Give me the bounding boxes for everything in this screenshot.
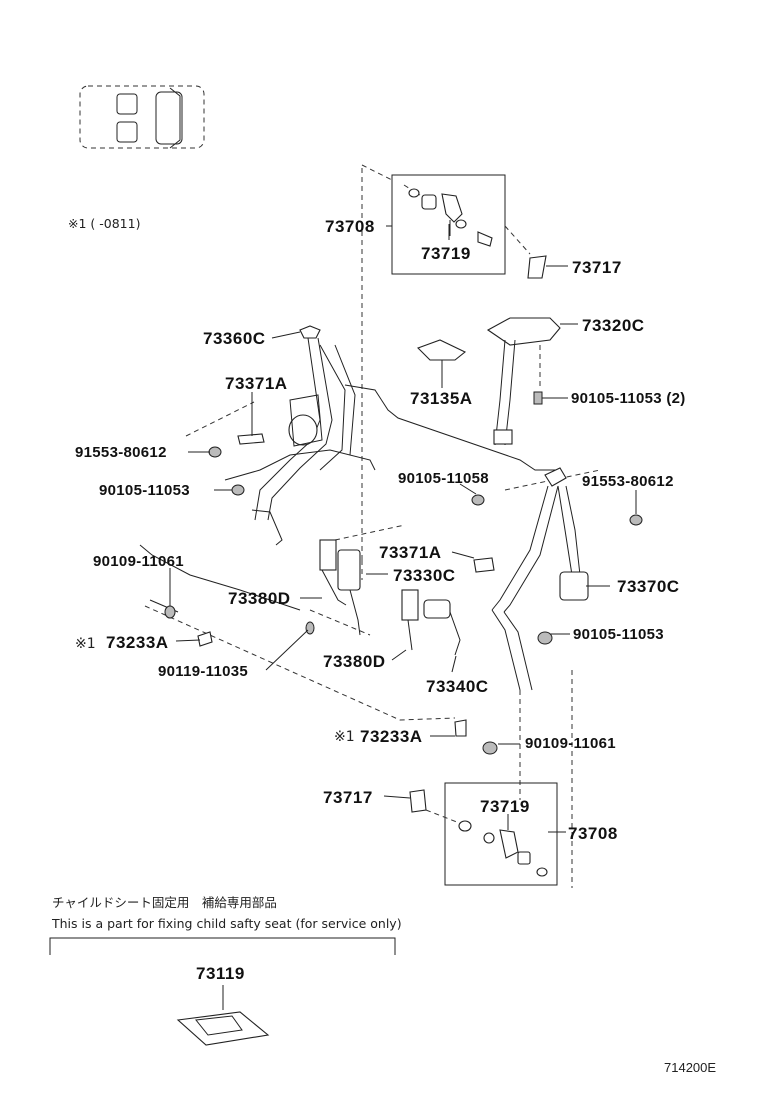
label-73717-bottom: 73717 [323, 788, 373, 807]
label-73135A: 73135A [410, 389, 473, 408]
floor-pan [139, 384, 560, 613]
label-73719-top: 73719 [421, 244, 471, 263]
label-91553-80612-right: 91553-80612 [582, 473, 674, 490]
label-73719-bottom: 73719 [480, 797, 530, 816]
label-90105-11053-2: 90105-11053 (2) [571, 390, 686, 407]
date-range-note: ※1 ( -0811) [68, 216, 141, 231]
child-seat-part-box [49, 937, 396, 1046]
label-73708-top: 73708 [325, 217, 375, 236]
label-73717-top: 73717 [572, 258, 622, 277]
vehicle-locator-icon [79, 85, 205, 149]
label-73320C: 73320C [582, 316, 645, 335]
label-73380D-mid: 73380D [323, 652, 386, 671]
label-91553-80612-left: 91553-80612 [75, 444, 167, 461]
japanese-note: チャイルドシート固定用 補給専用部品 [52, 895, 277, 910]
right-belt-assembly [454, 467, 643, 755]
label-90109-11061-left: 90109-11061 [93, 553, 184, 570]
label-73380D-left: 73380D [228, 589, 291, 608]
diagram-reference-code: 714200E [664, 1060, 717, 1075]
label-73340C: 73340C [426, 677, 489, 696]
anchor-box-top [391, 174, 547, 279]
english-note: This is a part for fixing child safty se… [52, 916, 402, 931]
label-73360C: 73360C [203, 329, 266, 348]
label-90119-11035: 90119-11035 [158, 663, 249, 680]
label-73330C: 73330C [393, 566, 456, 585]
label-73370C: 73370C [617, 577, 680, 596]
label-73708-bottom: 73708 [568, 824, 618, 843]
label-73371A-left: 73371A [225, 374, 288, 393]
mark-1-left: ※1 [75, 636, 96, 652]
label-73371A-mid: 73371A [379, 543, 442, 562]
label-90109-11061-right: 90109-11061 [525, 735, 616, 752]
label-90105-11053-right: 90105-11053 [573, 626, 664, 643]
upper-right-anchor [417, 317, 561, 446]
label-90105-11053-left: 90105-11053 [99, 482, 190, 499]
mark-1-right: ※1 [334, 729, 355, 745]
label-73119: 73119 [196, 964, 245, 983]
left-belt-assembly [208, 325, 356, 546]
label-73233A-right: 73233A [360, 727, 423, 746]
center-buckles [164, 494, 495, 656]
label-90105-11058: 90105-11058 [398, 470, 489, 487]
label-73233A-left: 73233A [106, 633, 169, 652]
leader-lines [169, 224, 637, 833]
